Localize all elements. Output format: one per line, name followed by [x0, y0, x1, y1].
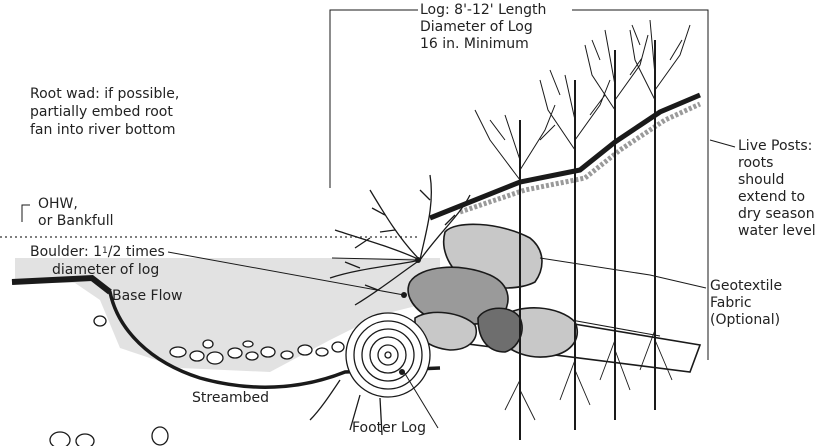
geotextile-label-line-2: Fabric: [710, 295, 752, 311]
live-posts-label-line-2: roots: [738, 155, 773, 171]
geotextile-label-line-3: (Optional): [710, 312, 780, 328]
geotextile-leader: [540, 258, 706, 288]
upper-bank: [430, 95, 700, 218]
footer-log-rings: [346, 313, 430, 397]
base-flow-label: Base Flow: [112, 288, 183, 304]
live-posts-label-line-5: dry season: [738, 206, 815, 222]
log-leader: [330, 10, 418, 188]
boulder-label-prefix: Boulder: 1: [30, 244, 102, 260]
ohw-label-line-2: or Bankfull: [38, 213, 114, 229]
streambed-label: Streambed: [192, 390, 269, 406]
footer-log-label: Footer Log: [352, 420, 426, 436]
boulder-label-superscript: 1: [102, 246, 108, 256]
log-leader-right: [572, 10, 708, 360]
live-posts-label-line-1: Live Posts:: [738, 138, 812, 154]
ohw-leader: [22, 205, 30, 222]
root-wad-label-line-1: Root wad: if possible,: [30, 86, 179, 102]
boulder-label-line-1: Boulder: 11/2 times: [30, 244, 165, 260]
ohw-label-line-1: OHW,: [38, 196, 78, 212]
geotextile-label-line-1: Geotextile: [710, 278, 782, 294]
boulders: [408, 224, 577, 357]
live-posts: [520, 40, 655, 440]
boulder-label-line-2: diameter of log: [52, 262, 159, 278]
live-posts-leader: [710, 140, 735, 147]
log-label-line-1: Log: 8'-12' Length: [420, 2, 546, 18]
live-posts-label-line-3: should: [738, 172, 784, 188]
boulder-label-fraction: /2 times: [108, 244, 165, 260]
root-wad-label-line-2: partially embed root: [30, 104, 173, 120]
live-posts-label-line-6: water level: [738, 223, 816, 239]
geotextile-fabric: [460, 104, 700, 212]
log-label-line-3: 16 in. Minimum: [420, 36, 529, 52]
root-wad-label-line-3: fan into river bottom: [30, 122, 175, 138]
live-posts-label-line-4: extend to: [738, 189, 805, 205]
log-label-line-2: Diameter of Log: [420, 19, 533, 35]
